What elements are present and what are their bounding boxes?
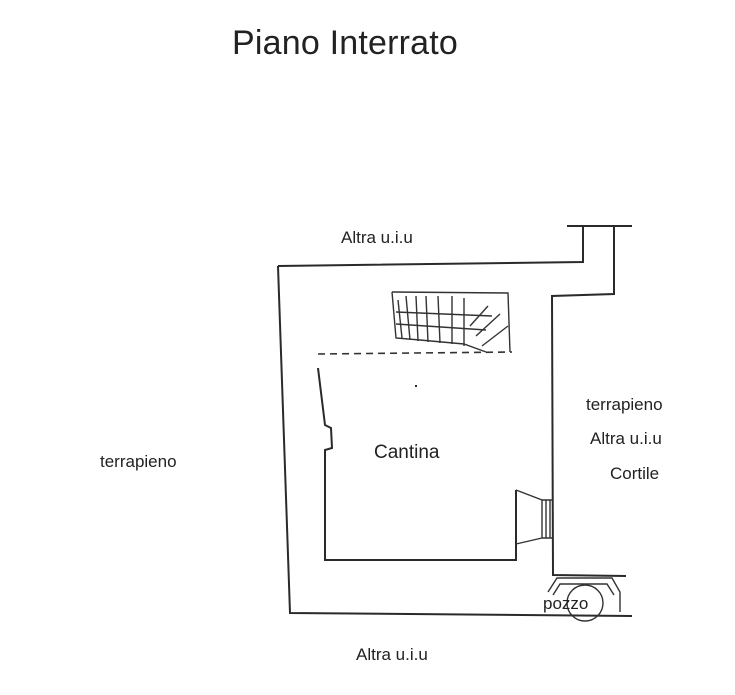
- label-left-terrapieno: terrapieno: [100, 452, 177, 471]
- light-well-opening: [515, 489, 553, 545]
- outer-wall: [277, 225, 632, 577]
- label-well: pozzo: [543, 594, 589, 613]
- label-right-terrapieno: terrapieno: [586, 395, 663, 414]
- page-title: Piano Interrato: [232, 24, 459, 62]
- left-outer-wall: [277, 265, 633, 617]
- staircase: [391, 291, 511, 353]
- dashed-boundary: [317, 351, 513, 355]
- label-cellar: Cantina: [374, 442, 440, 463]
- label-top-neighbor: Altra u.i.u: [341, 228, 413, 247]
- label-courtyard: Cortile: [610, 464, 660, 483]
- label-bottom-neighbor: Altra u.i.u: [356, 645, 428, 664]
- inner-wall: [317, 367, 517, 561]
- well-symbol: [547, 577, 621, 622]
- label-right-neighbor: Altra u.i.u: [590, 429, 662, 448]
